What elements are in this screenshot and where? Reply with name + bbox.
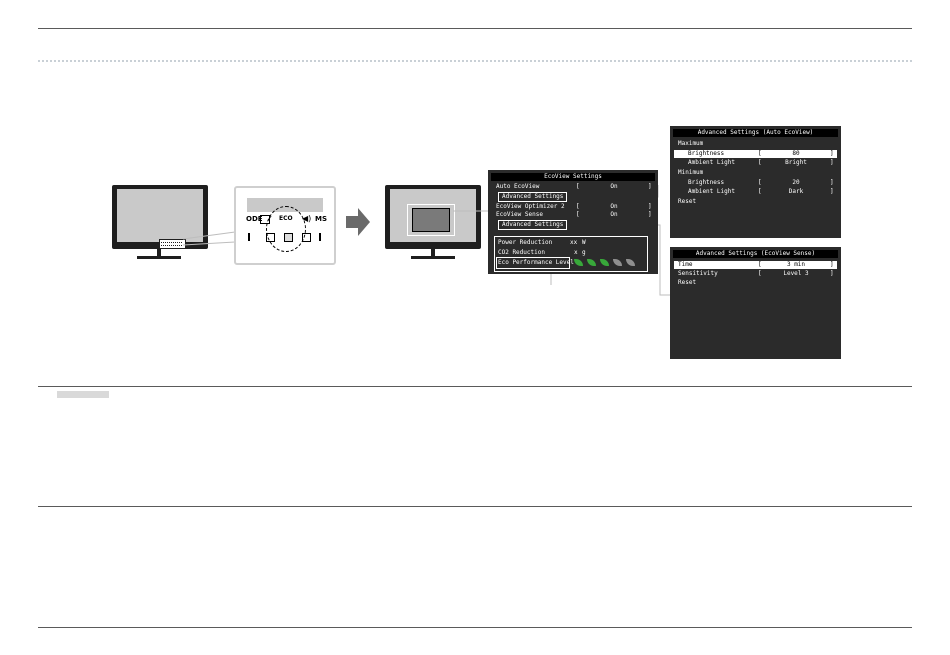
max-ambient-row[interactable]: Ambient Light [ Bright ] — [688, 159, 834, 166]
eco-leaf-icon — [574, 259, 583, 266]
time-row[interactable]: Time [ 3 min ] — [674, 261, 837, 269]
osd-advanced-ecoview-sense: Advanced Settings (EcoView Sense) Time [… — [670, 247, 841, 359]
eco-performance-row: Eco Performance Level — [498, 259, 574, 266]
note-tag — [57, 391, 109, 398]
co2-reduction-row: CO2 Reduction x g — [498, 249, 586, 256]
mode-label-partial: ODE — [246, 215, 263, 223]
osd-title: Advanced Settings (EcoView Sense) — [673, 250, 838, 258]
eco-leaf-icon — [600, 259, 609, 266]
minimum-header: Minimum — [678, 169, 704, 176]
volume-icon: ◀) — [302, 214, 312, 223]
eco-level-leaves — [574, 259, 644, 267]
maximum-header: Maximum — [678, 140, 704, 147]
min-brightness-row[interactable]: Brightness [ 20 ] — [688, 179, 834, 186]
eco-leaf-icon — [587, 259, 596, 266]
button-area-highlight — [159, 239, 186, 249]
osd-thumbnail — [412, 208, 450, 232]
note-top-rule — [38, 386, 912, 387]
advanced-settings-auto-button[interactable]: Advanced Settings — [498, 192, 568, 202]
ecoview-optimizer-row[interactable]: EcoView Optimizer 2 [ On ] — [496, 203, 652, 210]
note-bottom-rule — [38, 506, 912, 507]
power-reduction-row: Power Reduction xx W — [498, 239, 586, 246]
advanced-settings-sense-button[interactable]: Advanced Settings — [498, 220, 568, 230]
max-brightness-row[interactable]: Brightness [ 80 ] — [674, 150, 837, 158]
button-partial-left — [248, 233, 250, 241]
zoom-connector — [182, 231, 236, 246]
arrow-right-icon — [346, 208, 370, 236]
eco-info-box — [494, 236, 648, 272]
button-partial-right — [319, 233, 321, 241]
ecoview-sense-row[interactable]: EcoView Sense [ On ] — [496, 211, 652, 218]
bottom-rule — [38, 627, 912, 628]
osd-advanced-auto-ecoview: Advanced Settings (Auto EcoView) Maximum… — [670, 126, 841, 238]
reset-row[interactable]: Reset — [678, 279, 697, 286]
eco-leaf-icon — [613, 259, 622, 266]
menu-label-partial: MS — [315, 215, 328, 223]
eco-level-highlight — [496, 257, 570, 269]
osd-title: EcoView Settings — [491, 173, 655, 181]
dotted-separator — [38, 60, 912, 62]
eco-leaf-icon — [626, 259, 635, 266]
top-rule — [38, 28, 912, 29]
sensitivity-row[interactable]: Sensitivity [ Level 3 ] — [678, 270, 834, 277]
osd-ecoview-settings: EcoView Settings Auto EcoView [ On ] Eco… — [488, 170, 658, 274]
min-ambient-row[interactable]: Ambient Light [ Dark ] — [688, 188, 834, 195]
eco-highlight-circle — [266, 206, 306, 252]
osd-title: Advanced Settings (Auto EcoView) — [673, 129, 838, 137]
button-zoom-detail: ODE ⁄ ECO ◀) MS — [234, 186, 336, 265]
reset-row[interactable]: Reset — [678, 198, 697, 205]
auto-ecoview-row[interactable]: Auto EcoView [ On ] — [496, 183, 652, 190]
